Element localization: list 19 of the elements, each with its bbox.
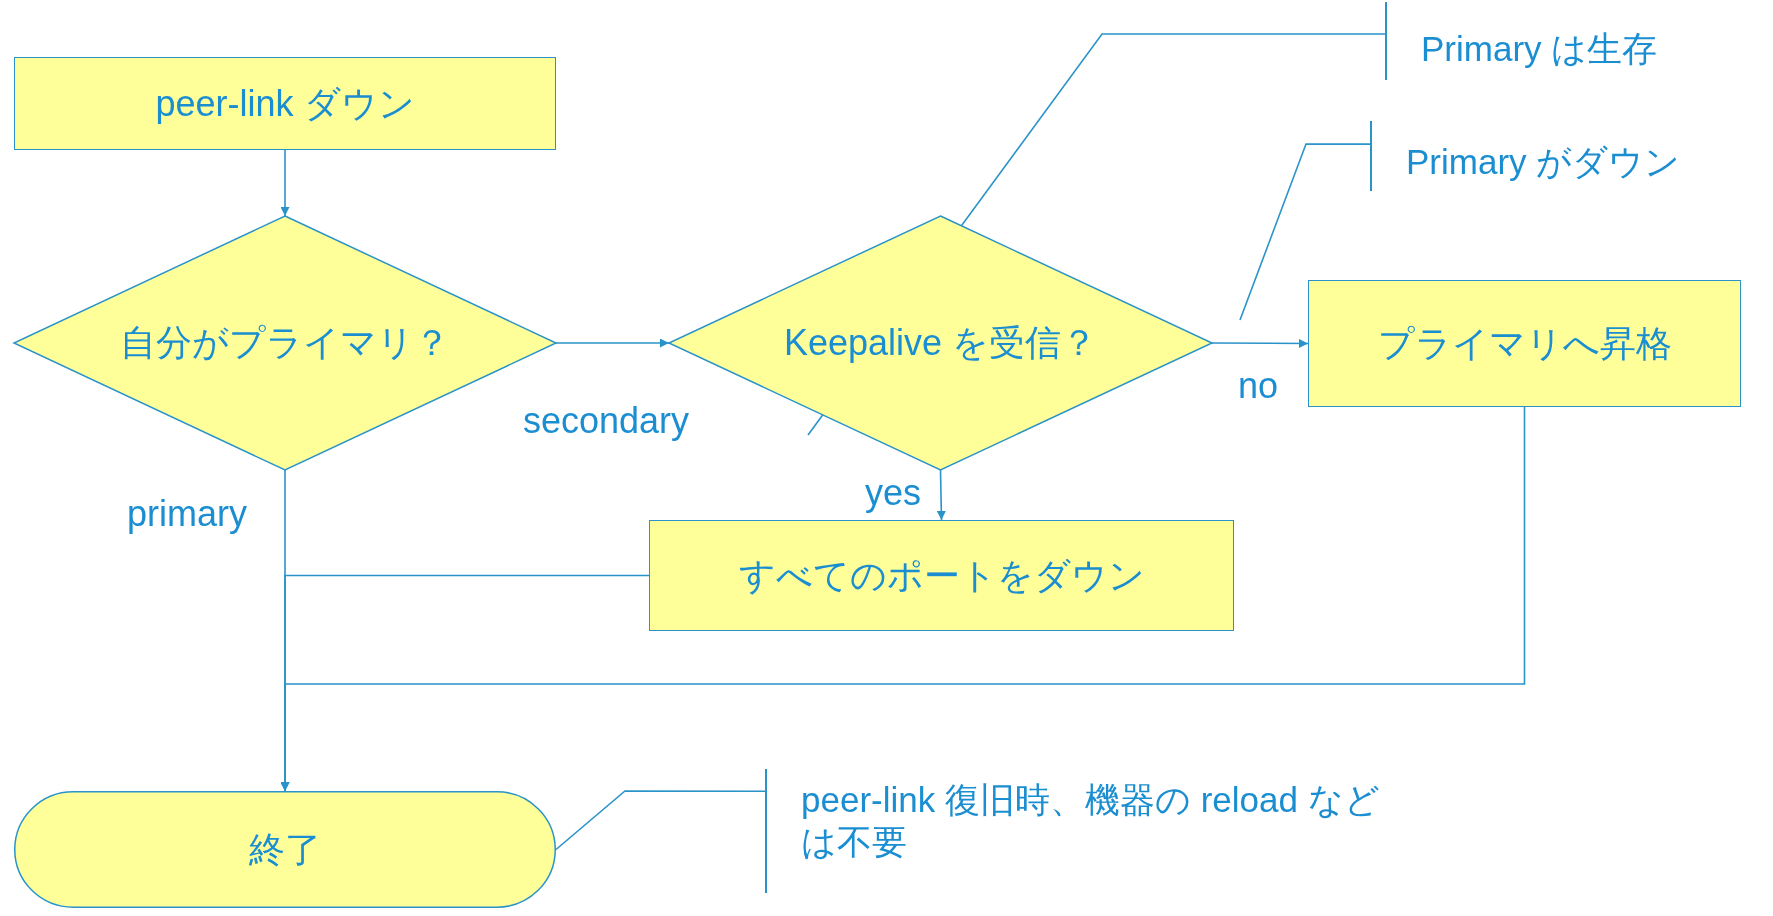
note-text: peer-link 復旧時、機器の reload などは不要 [801,779,1381,863]
step-text: プライマリへ昇格 [1377,321,1672,366]
note-text: Primary がダウン [1406,141,1681,183]
step-text: 自分がプライマリ？ [120,321,450,365]
arrow [936,469,946,521]
arrow [555,338,670,348]
step-text: peer-link ダウン [155,81,415,126]
process-box [14,57,556,150]
step-text: すべてのポートをダウン [738,553,1145,598]
process-box [649,520,1234,631]
arrow [280,149,290,217]
step-text: Keepalive を受信？ [783,321,1098,365]
process-box [1308,280,1741,407]
arrow [1211,338,1309,348]
step-text: 終了 [249,827,321,872]
leader-line [555,790,766,851]
arrow [280,406,1526,792]
leader-line [1239,143,1371,321]
note-text: Primary は生存 [1421,28,1658,70]
